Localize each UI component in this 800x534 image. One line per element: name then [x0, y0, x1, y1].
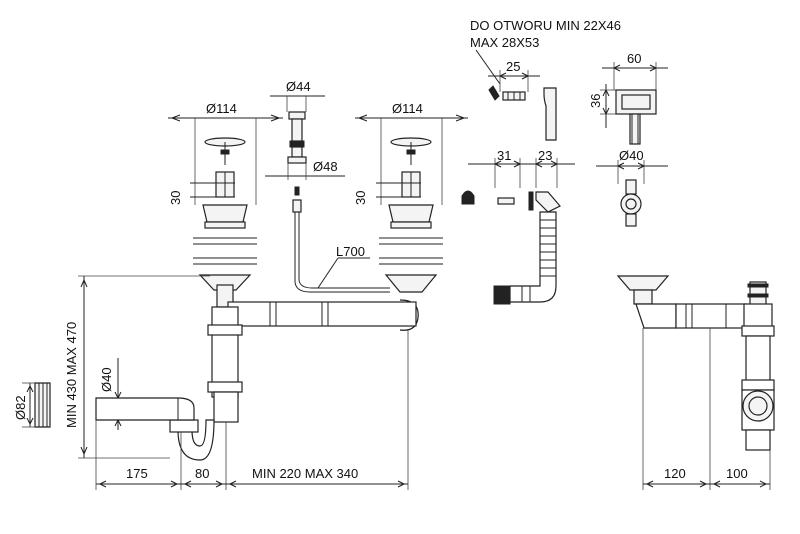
dim-h30-left: 30: [168, 191, 183, 205]
note-hole-min: DO OTWORU MIN 22X46: [470, 18, 621, 33]
dim-h36: 36: [588, 94, 603, 108]
overflow-head: [600, 62, 668, 145]
outlet-82: [22, 382, 51, 428]
dim-d114-right: Ø114: [392, 101, 423, 116]
dim-d40-top: Ø40: [619, 148, 644, 163]
dim-height-range: MIN 430 MAX 470: [64, 322, 79, 428]
flex-hose: [461, 158, 575, 305]
connector-40: [596, 160, 668, 227]
dim-w23: 23: [538, 148, 552, 163]
dim-h30-right: 30: [353, 191, 368, 205]
dim-w25: 25: [506, 59, 520, 74]
clip-detail: [475, 49, 557, 141]
dim-w31: 31: [497, 148, 511, 163]
note-hole-max: MAX 28X53: [470, 35, 539, 50]
right-strainer: [355, 114, 468, 331]
dim-d114-left: Ø114: [206, 101, 237, 116]
dim-d48: Ø48: [313, 159, 338, 174]
labels: DO OTWORU MIN 22X46 MAX 28X53 Ø114 Ø114 …: [13, 18, 748, 481]
dim-w120: 120: [664, 466, 686, 481]
dim-w80: 80: [195, 466, 209, 481]
dim-w60: 60: [627, 51, 641, 66]
dim-w100: 100: [726, 466, 748, 481]
dim-width-range: MIN 220 MAX 340: [252, 466, 358, 481]
dim-d82: Ø82: [13, 395, 28, 420]
dim-d40-side: Ø40: [99, 367, 114, 392]
height-dimension: [78, 275, 210, 459]
main-siphon: [95, 301, 417, 461]
left-strainer: [168, 114, 283, 308]
overflow-assembly: [265, 95, 390, 293]
bottom-dimensions: [95, 330, 409, 490]
dim-d44: Ø44: [286, 79, 311, 94]
side-view: [616, 275, 775, 490]
dim-w175: 175: [126, 466, 148, 481]
dim-l700: L700: [336, 244, 365, 259]
